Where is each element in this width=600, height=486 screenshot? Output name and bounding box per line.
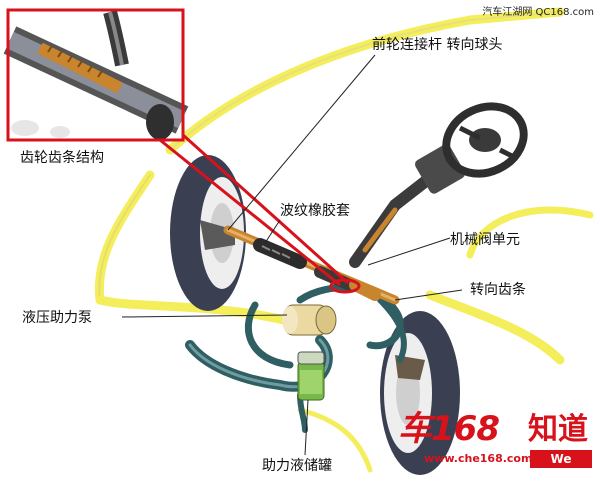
inset-callout-lines (159, 133, 350, 287)
label-steering-rack: 转向齿条 (470, 282, 526, 298)
car-body-outline (94, 7, 594, 473)
inset-frame (6, 8, 185, 142)
label-bellows-boot: 波纹橡胶套 (280, 203, 350, 219)
watermark-text: 汽车江湖网 QC168.com (482, 7, 594, 18)
leader-lines (121, 54, 463, 456)
brand-badge: We Know (530, 450, 592, 484)
brand-url: www.che168.com (424, 452, 533, 465)
pump-icon (282, 304, 337, 336)
brand-logo-cn: 知道 (528, 412, 588, 447)
right-front-wheel-icon (380, 311, 460, 475)
gear-rack-inset (3, 10, 189, 140)
rack-highlight (329, 278, 361, 294)
brand-logo: 车168 (398, 409, 500, 449)
steering-wheel-icon (442, 102, 528, 178)
label-fluid-reservoir: 助力液储罐 (262, 458, 332, 474)
label-gear-rack-structure: 齿轮齿条结构 (20, 150, 104, 166)
label-hydraulic-pump: 液压助力泵 (22, 310, 92, 326)
steering-rack-bar (223, 225, 400, 305)
label-front-wheel-link: 前轮连接杆 转向球头 (372, 37, 503, 53)
reservoir-icon (297, 351, 325, 401)
label-mechanical-valve: 机械阀单元 (450, 232, 520, 248)
hydraulic-hoses (185, 284, 407, 433)
